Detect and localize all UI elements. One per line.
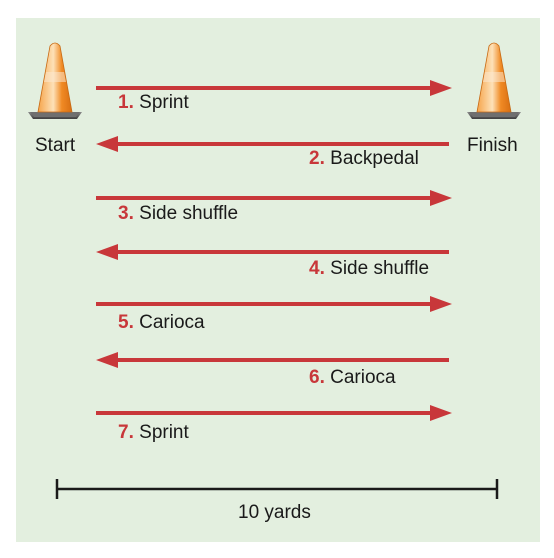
step-text-7: Sprint: [139, 422, 189, 443]
step-text-2: Backpedal: [330, 148, 419, 169]
scale-bar: [55, 479, 499, 499]
step-label-6: 6. Carioca: [309, 368, 396, 387]
step-number-5: 5.: [118, 312, 134, 333]
arrow-1: [96, 80, 452, 96]
arrow-3: [96, 190, 452, 206]
arrow-7: [96, 405, 452, 421]
step-text-6: Carioca: [330, 367, 396, 388]
step-number-6: 6.: [309, 367, 325, 388]
step-number-3: 3.: [118, 203, 134, 224]
step-number-2: 2.: [309, 148, 325, 169]
step-label-5: 5. Carioca: [118, 313, 205, 332]
step-label-4: 4. Side shuffle: [309, 259, 429, 278]
step-number-4: 4.: [309, 258, 325, 279]
finish-cone-icon: [467, 42, 521, 119]
scale-label: 10 yards: [238, 502, 311, 523]
arrow-4: [96, 244, 449, 260]
step-label-7: 7. Sprint: [118, 423, 189, 442]
step-text-5: Carioca: [139, 312, 205, 333]
step-number-7: 7.: [118, 422, 134, 443]
step-text-3: Side shuffle: [139, 203, 239, 224]
arrow-2: [96, 136, 449, 152]
step-text-1: Sprint: [139, 92, 189, 113]
arrow-6: [96, 352, 449, 368]
start-cone-icon: [28, 42, 82, 119]
step-label-2: 2. Backpedal: [309, 149, 419, 168]
step-label-3: 3. Side shuffle: [118, 204, 238, 223]
finish-label: Finish: [467, 135, 518, 156]
arrow-5: [96, 296, 452, 312]
drill-diagram-background: [16, 18, 540, 542]
step-number-1: 1.: [118, 92, 134, 113]
step-text-4: Side shuffle: [330, 258, 430, 279]
step-label-1: 1. Sprint: [118, 93, 189, 112]
start-label: Start: [35, 135, 76, 156]
